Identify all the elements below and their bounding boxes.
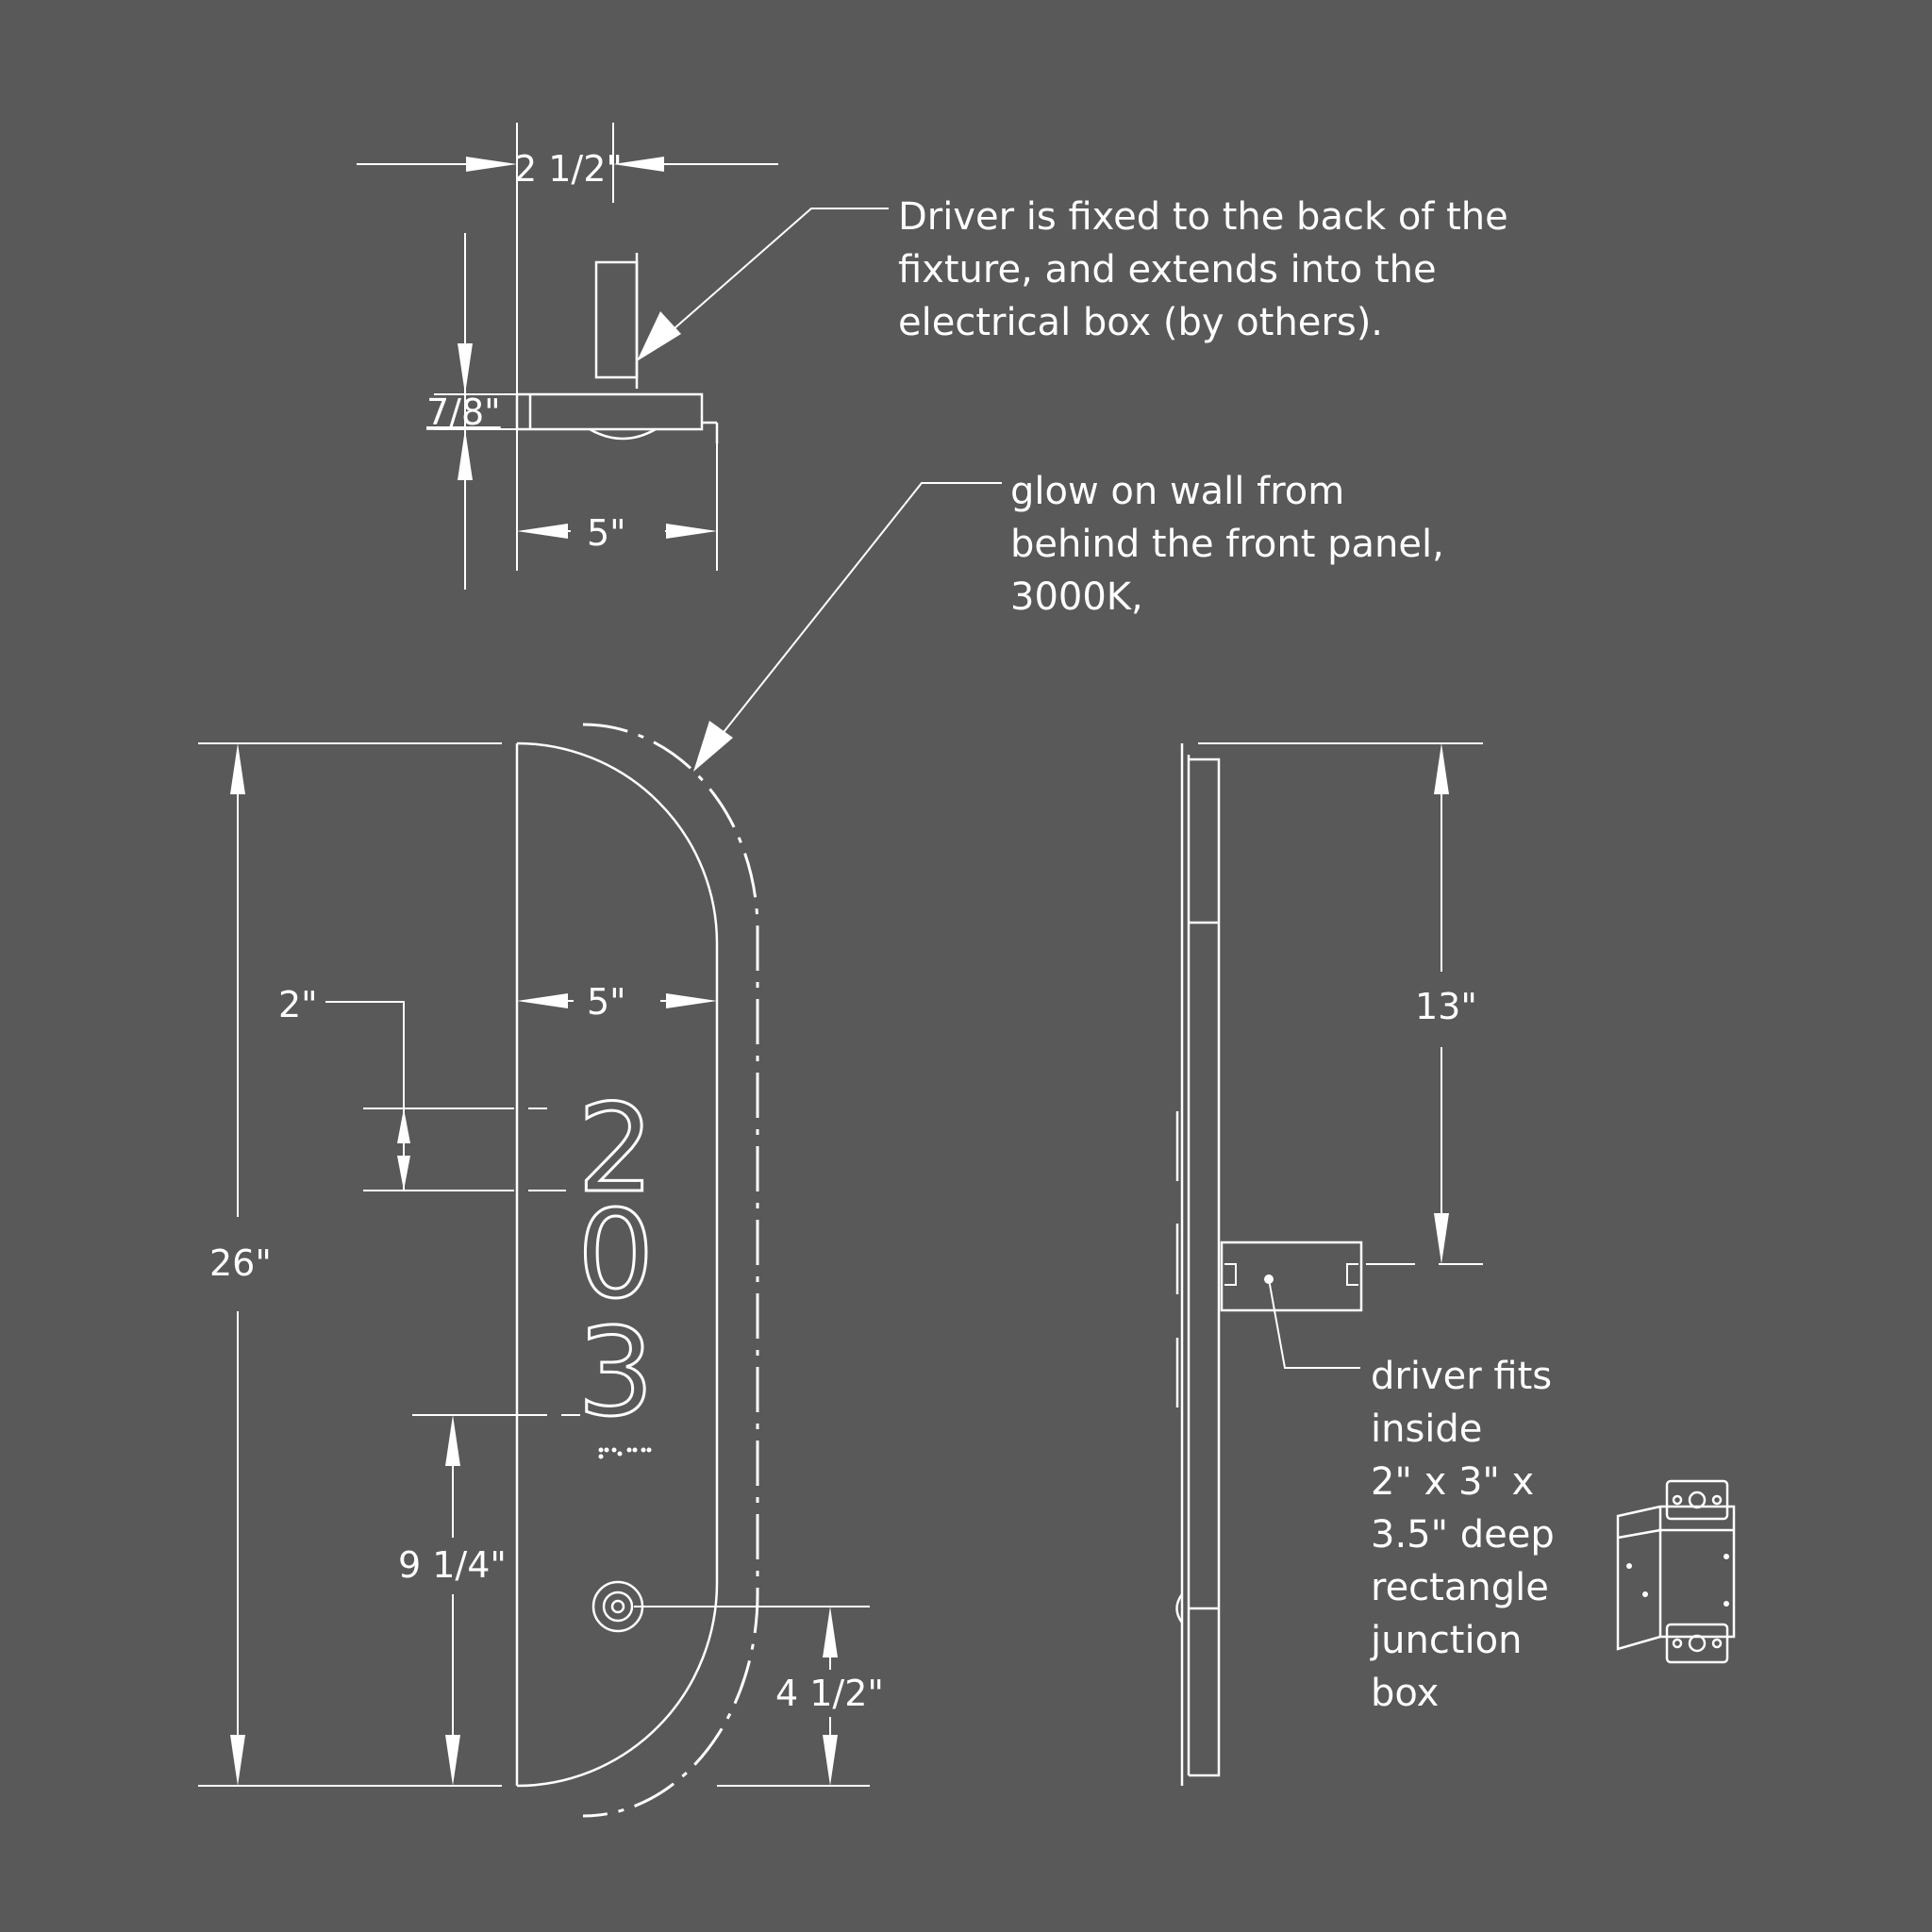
side-top-to-driver-label: 13" — [1415, 986, 1477, 1027]
junction-note-line-1: driver fits — [1371, 1355, 1552, 1398]
junction-box-icon — [1616, 1479, 1736, 1664]
top-view: 2 1/2" 7/8" 5" — [357, 123, 889, 590]
driver-note-line-3: electrical box (by others). — [898, 301, 1383, 344]
junction-note-line-3: 2" x 3" x — [1371, 1460, 1534, 1504]
driver-note-line-1: Driver is fixed to the back of the — [898, 195, 1508, 239]
driver-note: Driver is fixed to the back of the fixtu… — [898, 195, 1508, 344]
glow-note-line-1: glow on wall from — [1010, 470, 1344, 513]
junction-note-line-5: rectangle — [1371, 1566, 1549, 1609]
braille-dots — [598, 1447, 652, 1459]
glow-note-line-2: behind the front panel, — [1010, 523, 1444, 566]
room-digit-3: 3 — [577, 1303, 654, 1443]
driver-note-line-2: fixture, and extends into the — [898, 248, 1437, 291]
glow-note-line-3: 3000K, — [1010, 575, 1143, 619]
width-top-label: 5" — [587, 512, 626, 554]
glow-note: glow on wall from behind the front panel… — [693, 470, 1444, 772]
junction-note-line-7: box — [1371, 1672, 1439, 1715]
sensor-to-bottom-label: 4 1/2" — [775, 1673, 884, 1714]
junction-note-line-4: 3.5" deep — [1371, 1513, 1555, 1557]
digits-to-bottom-label: 9 1/4" — [398, 1544, 507, 1586]
side-view: 13" — [1175, 742, 1483, 1786]
panel-thickness-label: 7/8" — [426, 391, 501, 433]
room-digit-2: 0 — [577, 1185, 654, 1325]
width-front-label: 5" — [587, 981, 626, 1023]
room-digit-1: 2 — [577, 1079, 654, 1220]
junction-note: driver fits inside 2" x 3" x 3.5" deep r… — [1370, 1355, 1555, 1715]
overall-height-label: 26" — [209, 1242, 272, 1284]
digit-height-label: 2" — [278, 984, 318, 1025]
junction-note-line-2: inside — [1371, 1407, 1482, 1451]
depth-top-label: 2 1/2" — [514, 148, 623, 190]
junction-note-line-6: junction — [1370, 1619, 1522, 1662]
front-view: 26" 5" 2" 2 0 3 — [198, 723, 884, 1818]
